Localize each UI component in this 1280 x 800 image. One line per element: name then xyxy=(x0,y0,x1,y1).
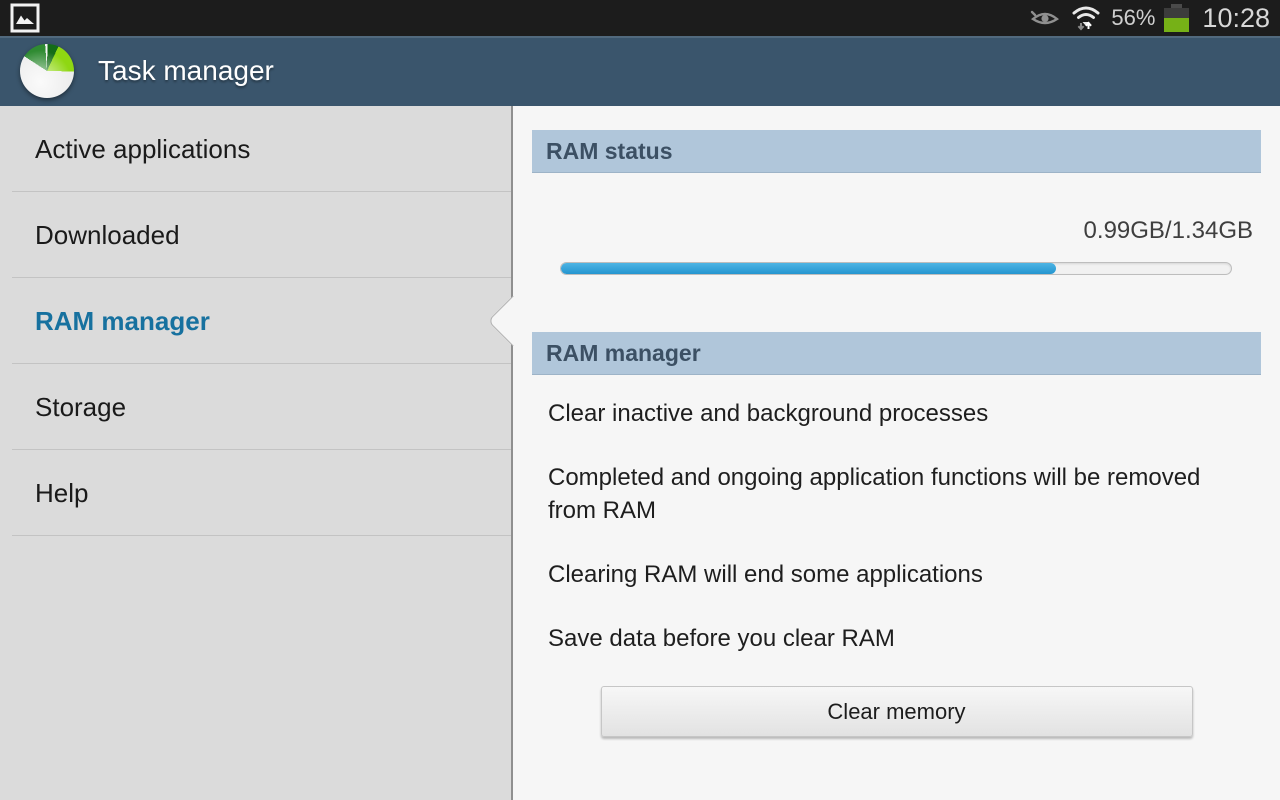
battery-icon xyxy=(1164,3,1190,33)
pie-chart-icon xyxy=(20,44,74,98)
ram-manager-section-header: RAM manager xyxy=(532,332,1261,375)
description-line: Clearing RAM will end some applications xyxy=(548,561,983,588)
sidebar: Active applications Downloaded RAM manag… xyxy=(0,106,539,800)
gallery-icon[interactable] xyxy=(10,3,40,33)
status-bar: 56% 10:28 xyxy=(0,0,1280,36)
app-title: Task manager xyxy=(98,55,274,86)
sidebar-item-label: Storage xyxy=(35,391,127,422)
description-line: Save data before you clear RAM xyxy=(548,625,895,652)
clear-memory-button[interactable]: Clear memory xyxy=(600,686,1193,737)
ram-status-title: RAM status xyxy=(546,137,673,164)
eye-icon xyxy=(1029,6,1061,30)
content-pane: RAM status 0.99GB/1.34GB RAM manager Cle… xyxy=(513,106,1280,800)
sidebar-item-help[interactable]: Help xyxy=(0,450,511,536)
sidebar-item-label: Downloaded xyxy=(35,219,180,250)
sidebar-item-ram-manager[interactable]: RAM manager xyxy=(0,278,539,364)
battery-percent-label: 56% xyxy=(1111,5,1156,30)
status-clock: 10:28 xyxy=(1202,2,1270,33)
sidebar-item-label: RAM manager xyxy=(35,305,210,336)
wifi-icon xyxy=(1070,3,1102,33)
description-line: Clear inactive and background processes xyxy=(548,400,989,427)
app-header: Task manager xyxy=(0,36,1280,106)
ram-manager-descriptions: Clear inactive and background processes … xyxy=(532,397,1261,655)
ram-manager-title: RAM manager xyxy=(546,339,701,366)
description-line: Completed and ongoing application functi… xyxy=(548,464,1201,524)
sidebar-item-active-applications[interactable]: Active applications xyxy=(0,106,511,192)
ram-status-section-header: RAM status xyxy=(532,130,1261,173)
sidebar-item-storage[interactable]: Storage xyxy=(0,364,511,450)
ram-progress-bar xyxy=(560,262,1232,275)
sidebar-item-downloaded[interactable]: Downloaded xyxy=(0,192,511,278)
ram-usage-value: 0.99GB/1.34GB xyxy=(1083,217,1253,244)
ram-progress-fill xyxy=(561,263,1057,274)
sidebar-item-label: Active applications xyxy=(35,133,251,164)
sidebar-item-label: Help xyxy=(35,477,89,508)
